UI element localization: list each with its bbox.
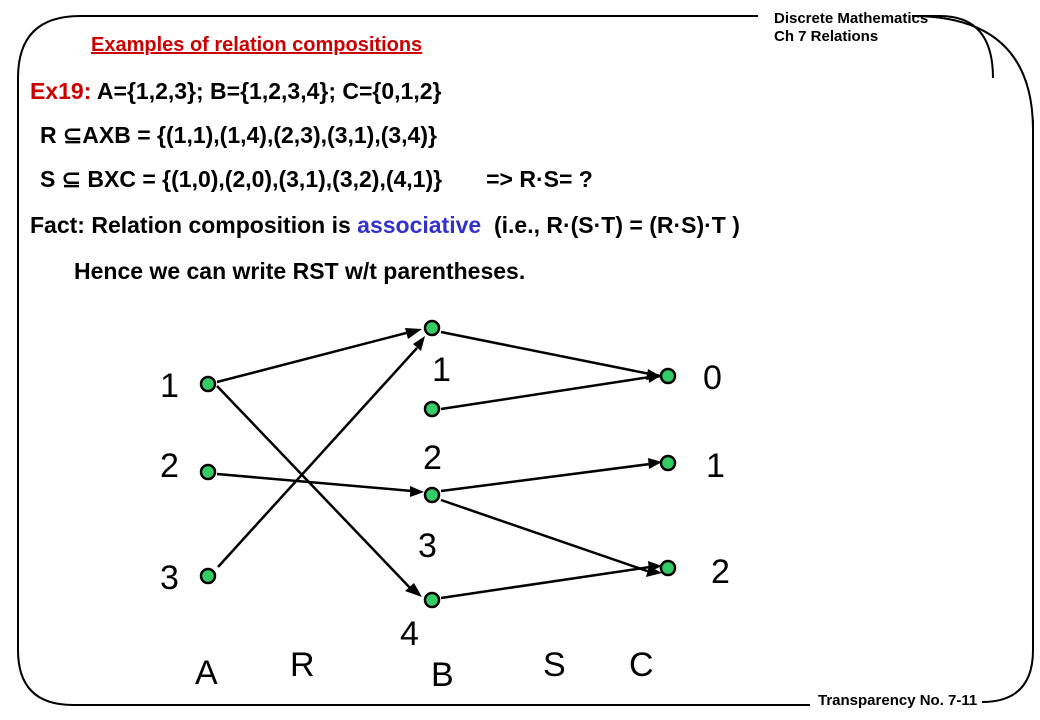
fact-prefix: Fact: Relation composition is xyxy=(30,212,358,238)
node-c-0 xyxy=(659,367,677,385)
node-a-1 xyxy=(199,375,217,393)
set-b-name: B xyxy=(431,656,454,694)
edge-s-2-0 xyxy=(440,375,651,411)
arrowhead-icon xyxy=(648,458,662,469)
relation-r-name: R xyxy=(290,646,315,684)
label-b-3: 3 xyxy=(418,527,437,565)
fact-line: Fact: Relation composition is associativ… xyxy=(30,212,740,239)
edge-r-1-4 xyxy=(216,385,414,592)
node-b-2 xyxy=(423,400,441,418)
node-c-1 xyxy=(659,454,677,472)
label-b-4: 4 xyxy=(400,615,419,653)
edge-r-1-1 xyxy=(216,330,411,384)
course-name: Discrete Mathematics xyxy=(774,10,929,27)
arrowhead-icon xyxy=(405,583,422,597)
chapter-name: Ch 7 Relations xyxy=(774,28,879,45)
set-c-name: C xyxy=(629,646,654,684)
transparency-number: Transparency No. 7-11 xyxy=(818,692,978,709)
arrowhead-icon xyxy=(648,372,662,383)
fact-suffix: (i.e., R·(S·T) = (R·S)·T ) xyxy=(481,212,740,238)
node-b-4 xyxy=(423,591,441,609)
edge-s-4-1 xyxy=(440,565,651,600)
edge-r-3-1 xyxy=(217,347,418,568)
node-a-2 xyxy=(199,463,217,481)
relation-s-definition: S ⊆ BXC = {(1,0),(2,0),(3,1),(3,2),(4,1)… xyxy=(40,166,443,192)
label-a-2: 2 xyxy=(160,447,179,485)
hence-line: Hence we can write RST w/t parentheses. xyxy=(74,258,526,284)
slide-title: Examples of relation compositions xyxy=(91,34,423,56)
arrowhead-icon xyxy=(648,561,662,572)
label-b-1: 1 xyxy=(432,351,451,389)
label-c-2: 2 xyxy=(711,553,730,591)
example-sets: A={1,2,3}; B={1,2,3,4}; C={0,1,2} xyxy=(91,78,442,104)
edge-r-2-3 xyxy=(216,472,413,493)
arrowhead-icon xyxy=(413,336,425,351)
relation-s-line: S ⊆ BXC = {(1,0),(2,0),(3,1),(3,2),(4,1)… xyxy=(40,166,593,193)
fact-keyword: associative xyxy=(357,212,482,238)
set-a-name: A xyxy=(195,654,218,692)
node-c-2 xyxy=(659,559,677,577)
example-line: Ex19: A={1,2,3}; B={1,2,3,4}; C={0,1,2} xyxy=(30,78,442,105)
node-a-3 xyxy=(199,567,217,585)
node-b-3 xyxy=(423,486,441,504)
label-c-0: 0 xyxy=(703,359,722,397)
label-b-2: 2 xyxy=(423,439,442,477)
arrowhead-icon xyxy=(410,486,424,497)
edge-s-1-0 xyxy=(440,330,651,376)
composition-question: => R·S= ? xyxy=(486,166,593,192)
arrowhead-icon xyxy=(405,328,422,339)
relation-s-name: S xyxy=(543,646,566,684)
example-label: Ex19: xyxy=(30,78,92,104)
edge-s-3-1 xyxy=(440,462,651,493)
edge-s-3-2 xyxy=(440,498,651,574)
label-a-1: 1 xyxy=(160,367,179,405)
node-b-1 xyxy=(423,319,441,337)
label-c-1: 1 xyxy=(706,447,725,485)
relation-r-definition: R ⊆AXB = {(1,1),(1,4),(2,3),(3,1),(3,4)} xyxy=(40,122,437,148)
label-a-3: 3 xyxy=(160,559,179,597)
